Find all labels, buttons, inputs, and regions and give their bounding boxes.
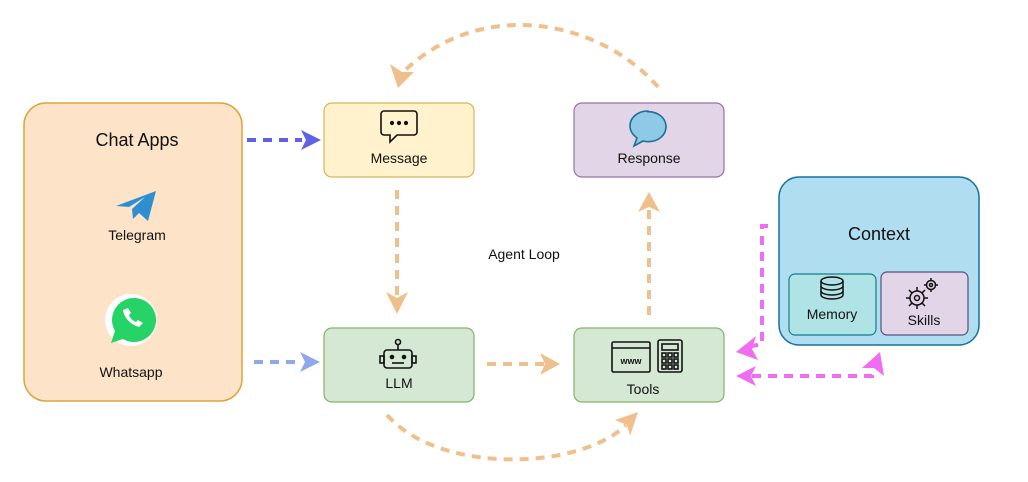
- context-to-tools-upper-arrow: [751, 224, 768, 348]
- whatsapp-icon: [105, 294, 157, 346]
- arrowhead-tools-bottom: [615, 412, 638, 436]
- chat-bubble-icon: [380, 110, 418, 144]
- tools-label: Tools: [627, 381, 660, 397]
- memory-box: [788, 273, 877, 336]
- agent-loop-label: Agent Loop: [488, 246, 560, 262]
- chat-apps-box: [23, 102, 243, 402]
- message-box: [323, 102, 475, 178]
- arrowhead-tools-pink-upper: [736, 336, 758, 360]
- arrowhead-tools-pink-lower: [736, 366, 756, 386]
- response-to-message-loop-arrow: [398, 23, 660, 89]
- response-label: Response: [617, 150, 680, 166]
- llm-label: LLM: [385, 375, 412, 391]
- calculator-icon: [657, 339, 683, 373]
- message-label: Message: [371, 150, 428, 166]
- whatsapp-label: Whatsapp: [99, 364, 162, 380]
- context-title: Context: [848, 224, 910, 244]
- arrowhead-llm-top: [386, 292, 408, 314]
- memory-label: Memory: [807, 306, 858, 322]
- llm-to-tools-bottom-arrow: [385, 413, 628, 462]
- www-text: www: [619, 356, 642, 366]
- telegram-label: Telegram: [108, 227, 166, 243]
- arrowhead-message: [301, 130, 321, 150]
- arrowhead-llm-left: [300, 352, 320, 372]
- arrowhead-response: [638, 192, 660, 212]
- chat-apps-title: Chat Apps: [95, 130, 178, 150]
- llm-box: [323, 327, 475, 403]
- skills-box: [880, 271, 969, 336]
- skills-label: Skills: [908, 312, 941, 328]
- speech-bubble-icon: [629, 110, 667, 148]
- database-icon: [820, 276, 844, 300]
- gears-icon: [906, 278, 938, 309]
- context-tools-lower-arrow: [752, 365, 874, 378]
- telegram-icon: [116, 191, 156, 221]
- robot-icon: [379, 338, 417, 369]
- arrowhead-skills-pink: [862, 352, 884, 376]
- web-browser-icon: [611, 341, 651, 373]
- arrowhead-message-top: [390, 64, 414, 88]
- arrowhead-tools-left: [540, 353, 560, 375]
